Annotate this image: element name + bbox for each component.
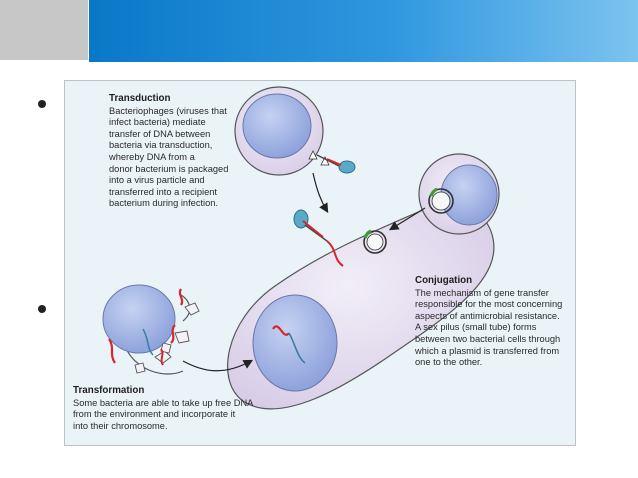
figure-illustration — [102, 86, 500, 410]
transformation-caption: Transformation Some bacteria are able to… — [73, 385, 293, 432]
inserted-dna — [272, 325, 290, 336]
bullet-point-1 — [38, 100, 46, 108]
transduction-caption: Transduction Bacteriophages (viruses tha… — [109, 93, 259, 210]
transduction-donor-bacterium — [234, 86, 330, 176]
transformation-arrow — [182, 359, 254, 372]
conjugation-title: Conjugation — [415, 275, 473, 286]
phage-leaving-donor — [316, 154, 356, 174]
conjugation-caption: Conjugation The mechanism of gene transf… — [415, 275, 575, 369]
recipient-plasmid — [363, 230, 387, 254]
lysed-donor-cell — [102, 284, 200, 375]
recipient-nucleoid — [252, 294, 338, 392]
transformation-text: Some bacteria are able to take up free D… — [73, 397, 254, 431]
bullet-point-2 — [38, 305, 46, 313]
conjugation-text: The mechanism of gene transfer responsib… — [415, 287, 563, 368]
conjugation-arrow — [388, 207, 426, 231]
transduced-dna — [326, 240, 344, 267]
header-gray-block — [0, 0, 88, 60]
donor-plasmid — [428, 188, 454, 214]
gene-transfer-figure: Transduction Bacteriophages (viruses tha… — [64, 80, 576, 446]
transduction-title: Transduction — [109, 93, 171, 104]
transduction-arrow — [312, 172, 329, 214]
recipient-bacterium — [227, 203, 495, 410]
slide-header — [0, 0, 638, 62]
transduction-text: Bacteriophages (viruses that infect bact… — [109, 105, 229, 209]
conjugation-donor-bacterium — [418, 153, 500, 235]
transformation-title: Transformation — [73, 385, 145, 396]
phage-injecting-recipient — [293, 209, 328, 242]
header-blue-banner — [89, 0, 638, 62]
